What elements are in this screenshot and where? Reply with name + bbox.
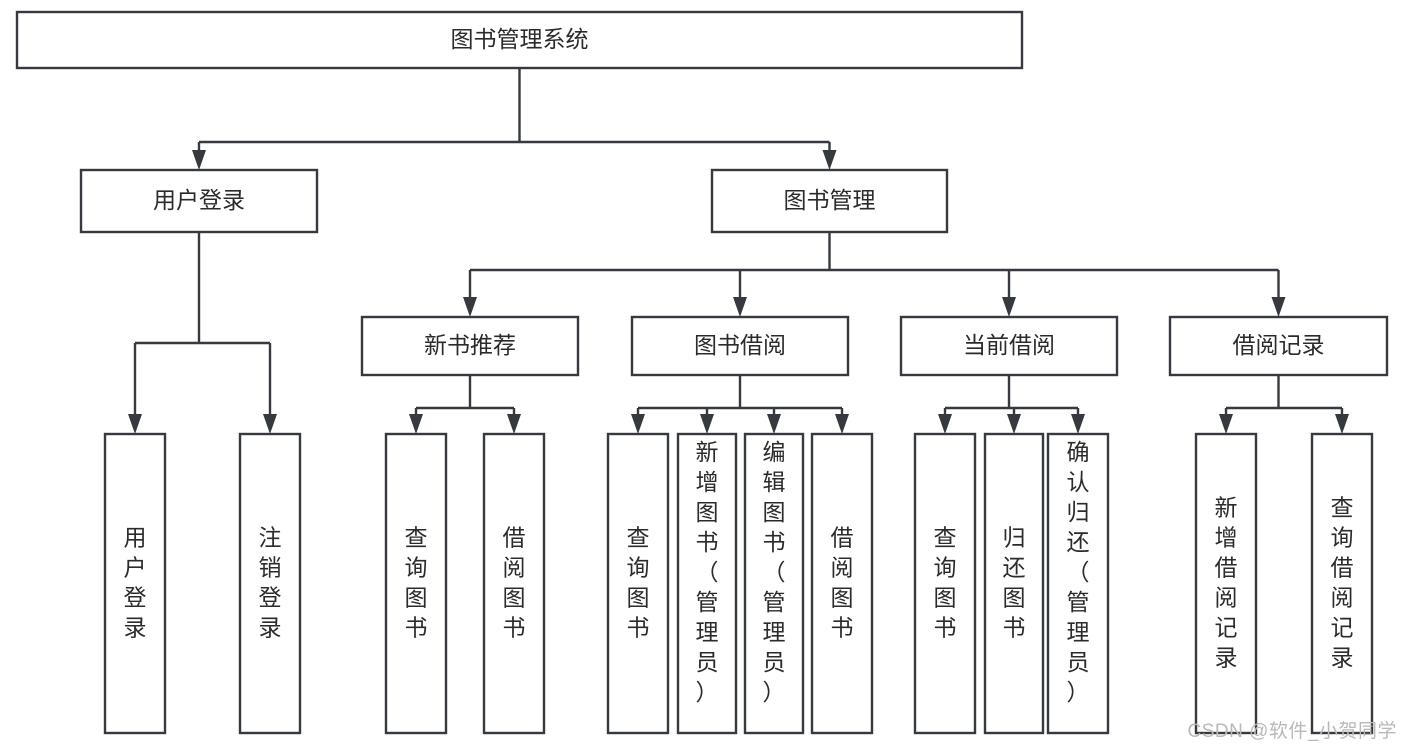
node-leaf-return-book[interactable]: 归还图书: [983, 432, 1045, 735]
node-rect: [482, 432, 546, 735]
node-leaf-query-book-current[interactable]: 查询图书: [913, 432, 977, 735]
node-label: 借阅记录: [1233, 332, 1325, 358]
node-leaf-add-book[interactable]: 新增图书（管理员）: [676, 432, 738, 735]
node-rect: [810, 432, 874, 735]
node-leaf-query-borrow-record[interactable]: 查询借阅记录: [1310, 432, 1374, 735]
node-user-login[interactable]: 用户登录: [79, 168, 319, 234]
connector-book-borrow-arrow-1: [700, 414, 714, 434]
connector-book-borrow-arrow-3: [835, 414, 849, 434]
node-root[interactable]: 图书管理系统: [15, 10, 1024, 70]
connector-user-login-arrow-0: [128, 414, 142, 434]
connector-borrow-record-arrow-1: [1335, 414, 1349, 434]
node-label: 查询借阅记录: [1331, 495, 1354, 671]
node-rect: [79, 168, 319, 234]
node-rect: [899, 315, 1119, 377]
node-rect: [360, 315, 580, 377]
node-leaf-query-book-borrow[interactable]: 查询图书: [606, 432, 670, 735]
connector-borrow-record-arrow-0: [1219, 414, 1233, 434]
node-new-book-recommend[interactable]: 新书推荐: [360, 315, 580, 377]
node-rect: [676, 432, 738, 735]
node-leaf-edit-book[interactable]: 编辑图书（管理员）: [743, 432, 805, 735]
node-rect: [710, 168, 949, 234]
node-label: 借阅图书: [503, 525, 526, 641]
node-borrow-record[interactable]: 借阅记录: [1168, 315, 1389, 377]
node-rect: [743, 432, 805, 735]
node-label: 图书借阅: [694, 332, 786, 358]
node-label: 当前借阅: [963, 332, 1055, 358]
node-leaf-borrow-book-recommend[interactable]: 借阅图书: [482, 432, 546, 735]
node-rect: [913, 432, 977, 735]
connector-book-management-arrow-1: [733, 297, 747, 317]
node-label: 新增借阅记录: [1215, 495, 1238, 671]
connector-current-borrow-arrow-0: [938, 414, 952, 434]
connector-book-management-arrow-2: [1002, 297, 1016, 317]
node-rect: [384, 432, 448, 735]
node-rect: [630, 315, 850, 377]
node-label: 查询图书: [405, 525, 428, 641]
connector-book-management-arrow-3: [1271, 297, 1286, 317]
nodes-layer: 图书管理系统用户登录图书管理新书推荐图书借阅当前借阅借阅记录用户登录注销登录查询…: [15, 10, 1389, 735]
node-book-borrow[interactable]: 图书借阅: [630, 315, 850, 377]
node-label: 确认归还（管理员）: [1067, 439, 1090, 705]
connector-current-borrow-arrow-2: [1071, 414, 1085, 434]
node-leaf-borrow-book[interactable]: 借阅图书: [810, 432, 874, 735]
connector-user-login-arrow-1: [263, 414, 277, 434]
node-rect: [15, 10, 1024, 70]
node-rect: [1046, 432, 1110, 735]
node-current-borrow[interactable]: 当前借阅: [899, 315, 1119, 377]
node-rect: [1168, 315, 1389, 377]
node-label: 图书管理系统: [451, 26, 589, 52]
node-label: 编辑图书（管理员）: [763, 439, 786, 705]
connector-new-book-recommend-arrow-0: [409, 414, 423, 434]
node-label: 查询图书: [627, 525, 650, 641]
connector-new-book-recommend-arrow-1: [507, 414, 521, 434]
node-label: 归还图书: [1003, 525, 1026, 641]
node-rect: [606, 432, 670, 735]
node-label: 新书推荐: [424, 332, 516, 358]
watermark-label: CSDN @软件_小贺同学: [1187, 721, 1397, 742]
node-book-management[interactable]: 图书管理: [710, 168, 949, 234]
node-label: 查询图书: [934, 525, 957, 641]
node-leaf-logout-login[interactable]: 注销登录: [238, 432, 302, 735]
connector-root-arrow-0: [192, 150, 206, 170]
connectors-layer: [128, 68, 1349, 434]
node-rect: [1310, 432, 1374, 735]
node-leaf-confirm-return[interactable]: 确认归还（管理员）: [1046, 432, 1110, 735]
connector-book-borrow-arrow-2: [767, 414, 781, 434]
node-rect: [238, 432, 302, 735]
node-label: 图书管理: [784, 187, 876, 213]
node-label: 借阅图书: [831, 525, 854, 641]
node-rect: [103, 432, 167, 735]
node-leaf-query-book-recommend[interactable]: 查询图书: [384, 432, 448, 735]
connector-root-arrow-1: [822, 150, 837, 170]
node-label: 用户登录: [153, 187, 245, 213]
node-label: 用户登录: [124, 525, 147, 641]
node-label: 注销登录: [259, 525, 282, 641]
connector-book-management-arrow-0: [463, 297, 477, 317]
connector-book-borrow-arrow-0: [631, 414, 645, 434]
node-leaf-user-login[interactable]: 用户登录: [103, 432, 167, 735]
node-leaf-add-borrow-record[interactable]: 新增借阅记录: [1194, 432, 1258, 735]
node-label: 新增图书（管理员）: [696, 439, 719, 705]
node-rect: [983, 432, 1045, 735]
connector-current-borrow-arrow-1: [1007, 414, 1021, 434]
node-rect: [1194, 432, 1258, 735]
